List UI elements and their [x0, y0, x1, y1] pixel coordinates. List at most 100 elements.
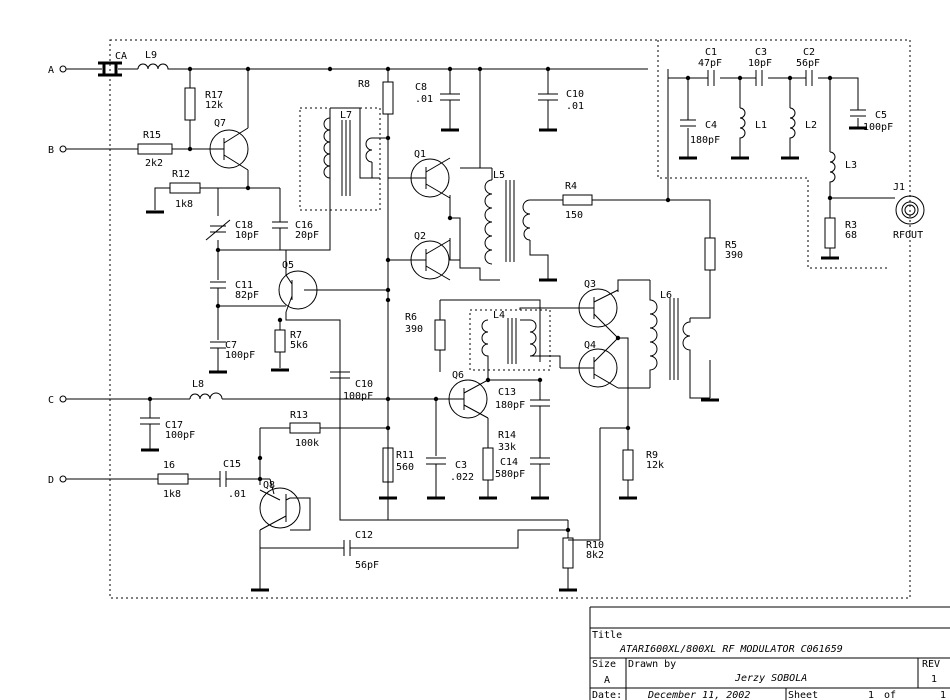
- svg-text:100k: 100k: [295, 438, 319, 449]
- capacitor-c4: C4 180pF: [680, 119, 720, 146]
- transformer-l6: L6: [649, 280, 691, 388]
- svg-text:RFOUT: RFOUT: [893, 230, 923, 241]
- svg-text:Q6: Q6: [452, 370, 464, 381]
- svg-text:.022: .022: [450, 472, 474, 483]
- capacitor-c11: C11 82pF: [210, 280, 259, 301]
- svg-text:R8: R8: [358, 79, 370, 90]
- capacitor-c13: C13 180pF: [495, 387, 550, 411]
- svg-text:390: 390: [725, 250, 743, 261]
- svg-text:180pF: 180pF: [690, 135, 720, 146]
- svg-text:560: 560: [396, 462, 414, 473]
- svg-text:L6: L6: [660, 290, 672, 301]
- capacitor-c5: C5 100pF: [850, 109, 893, 133]
- svg-text:R9: R9: [646, 450, 658, 461]
- svg-text:L4: L4: [493, 310, 505, 321]
- svg-text:16: 16: [163, 460, 175, 471]
- svg-text:L2: L2: [805, 120, 817, 131]
- capacitor-c1: C1 47pF: [698, 47, 722, 86]
- svg-text:L8: L8: [192, 379, 204, 390]
- svg-text:180pF: 180pF: [495, 400, 525, 411]
- svg-text:C: C: [48, 395, 54, 406]
- svg-text:L3: L3: [845, 160, 857, 171]
- svg-text:A: A: [48, 65, 54, 76]
- size-label: Size: [592, 659, 616, 670]
- svg-text:R17: R17: [205, 90, 223, 101]
- svg-text:R6: R6: [405, 312, 417, 323]
- svg-text:100pF: 100pF: [863, 122, 893, 133]
- svg-text:C17: C17: [165, 420, 183, 431]
- drawing-title: ATARI600XL/800XL RF MODULATOR C061659: [619, 644, 843, 655]
- resistor-r17: R17 12k: [184, 87, 223, 121]
- sheet-number: 1: [868, 690, 874, 700]
- rf-output-connector: J1 RFOUT: [893, 182, 925, 241]
- transistor-q8: Q8: [259, 478, 301, 531]
- date-label: Date:: [592, 690, 622, 700]
- svg-text:Q7: Q7: [214, 118, 226, 129]
- svg-text:10pF: 10pF: [235, 230, 259, 241]
- resistor-r9: R9 12k: [622, 449, 664, 481]
- svg-text:B: B: [48, 145, 54, 156]
- svg-text:R13: R13: [290, 410, 308, 421]
- inductor-l1: L1: [739, 107, 767, 142]
- capacitor-c7: C7 100pF: [210, 340, 255, 361]
- transistor-q6: Q6: [448, 370, 489, 419]
- transistor-q1: Q1: [410, 149, 451, 199]
- svg-text:56pF: 56pF: [355, 560, 379, 571]
- svg-text:.01: .01: [228, 489, 246, 500]
- capacitor-c2: C2 56pF: [796, 47, 820, 86]
- svg-text:C7: C7: [225, 340, 237, 351]
- svg-text:C3: C3: [455, 460, 467, 471]
- svg-text:68: 68: [845, 230, 857, 241]
- capacitor-c12: C12 56pF: [343, 530, 379, 571]
- svg-text:C13: C13: [498, 387, 516, 398]
- svg-text:10pF: 10pF: [748, 58, 772, 69]
- title-block: [589, 606, 950, 700]
- svg-text:L1: L1: [755, 120, 767, 131]
- svg-text:12k: 12k: [205, 100, 223, 111]
- svg-text:L5: L5: [493, 170, 505, 181]
- svg-text:2k2: 2k2: [145, 158, 163, 169]
- svg-text:Q5: Q5: [282, 260, 294, 271]
- svg-text:580pF: 580pF: [495, 469, 525, 480]
- svg-text:1k8: 1k8: [163, 489, 181, 500]
- resistor-r4: R4 150: [562, 181, 593, 221]
- transistor-q5: Q5: [270, 260, 318, 313]
- svg-text:8k2: 8k2: [586, 550, 604, 561]
- svg-text:Q8: Q8: [263, 480, 275, 491]
- transformer-l5: L5: [480, 167, 531, 265]
- svg-text:Q3: Q3: [584, 279, 596, 290]
- capacitor-c14: C14 580pF: [495, 457, 550, 480]
- svg-text:12k: 12k: [646, 460, 664, 471]
- svg-text:C10: C10: [355, 379, 373, 390]
- inductor-l9: L9: [137, 50, 172, 70]
- svg-text:C11: C11: [235, 280, 253, 291]
- svg-text:C14: C14: [500, 457, 518, 468]
- svg-text:R7: R7: [290, 330, 302, 341]
- resistor-r6: R6 390: [405, 312, 446, 351]
- resistor-r16: 16 1k8: [157, 460, 189, 500]
- svg-text:R11: R11: [396, 450, 414, 461]
- resistor-r3: R3 68: [824, 217, 857, 249]
- size-value: A: [604, 675, 610, 686]
- svg-text:R14: R14: [498, 430, 516, 441]
- svg-text:D: D: [48, 475, 54, 486]
- capacitor-c10-mid: C10 100pF: [330, 320, 373, 402]
- svg-text:L7: L7: [340, 110, 352, 121]
- svg-text:100pF: 100pF: [225, 350, 255, 361]
- svg-text:R15: R15: [143, 130, 161, 141]
- svg-text:82pF: 82pF: [235, 290, 259, 301]
- transformer-l7: L7: [323, 110, 388, 196]
- resistor-r15: R15 2k2: [137, 130, 173, 169]
- svg-text:1k8: 1k8: [175, 199, 193, 210]
- resistor-r8: R8: [358, 79, 394, 115]
- svg-text:33k: 33k: [498, 442, 516, 453]
- svg-text:56pF: 56pF: [796, 58, 820, 69]
- svg-text:C18: C18: [235, 220, 253, 231]
- transformer-l4: L4: [481, 310, 561, 380]
- svg-text:C8: C8: [415, 82, 427, 93]
- date-value: December 11, 2002: [647, 690, 750, 700]
- rev-value: 1: [931, 674, 937, 685]
- svg-text:C16: C16: [295, 220, 313, 231]
- rev-label: REV: [922, 659, 940, 670]
